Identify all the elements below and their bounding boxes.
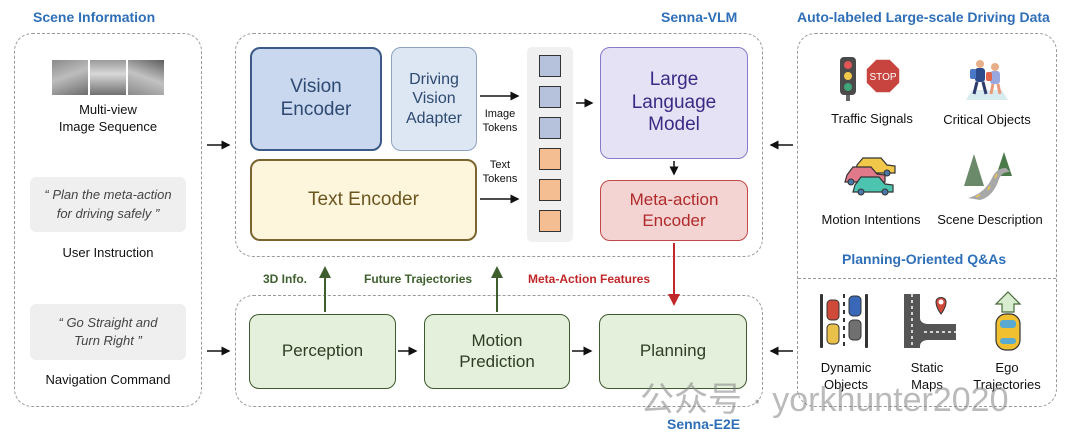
vision-encoder-line2: Encoder <box>280 99 352 120</box>
vision-encoder-block: Vision Encoder <box>250 47 382 151</box>
image-token <box>539 117 561 139</box>
driving-data-panel <box>797 33 1057 407</box>
static-map-icon <box>904 294 956 348</box>
user-instruction-line1: “ Plan the meta-action <box>44 187 172 203</box>
scene-description-label: Scene Description <box>937 212 1043 227</box>
text-token <box>539 210 561 232</box>
traffic-signals-label: Traffic Signals <box>831 111 913 126</box>
image-token <box>539 86 561 108</box>
planning-oriented-qa-title: Planning-Oriented Q&As <box>842 251 1007 267</box>
motion-line1: Motion <box>471 331 523 351</box>
meta-action-features-label: Meta-Action Features <box>528 272 651 286</box>
watermark: 公众号 · yorkhunter2020 <box>640 381 1009 419</box>
adapter-line1: Driving <box>409 71 459 89</box>
navigation-command-quote: “ Go Straight and Turn Right ” <box>30 304 186 360</box>
static-maps-label: Static Maps <box>892 360 962 394</box>
multiview-label: Multi-view Image Sequence <box>14 102 202 136</box>
meta-encoder-line2: Encoder <box>642 210 706 230</box>
pedestrians-icon <box>966 60 1008 100</box>
dynamic-line1: Dynamic <box>820 360 872 375</box>
multiview-label-line2: Image Sequence <box>58 118 158 134</box>
static-line2: Maps <box>911 376 943 392</box>
text-token <box>539 148 561 170</box>
senna-e2e-title: Senna-E2E <box>667 416 741 432</box>
scene-road-icon <box>964 152 1012 200</box>
multiview-images <box>52 60 164 95</box>
multiview-label-line1: Multi-view <box>79 102 137 117</box>
ego-line1: Ego <box>995 360 1019 375</box>
llm-line2: Language <box>631 91 717 113</box>
token-sequence <box>527 47 573 242</box>
user-instruction-quote: “ Plan the meta-action for driving safel… <box>30 177 186 232</box>
dynamic-line2: Objects <box>823 376 869 392</box>
static-line1: Static <box>910 360 944 375</box>
senna-vlm-title: Senna-VLM <box>661 9 738 25</box>
text-tokens-label: Text Tokens <box>476 158 524 187</box>
motion-prediction-block: Motion Prediction <box>424 314 570 389</box>
motion-line2: Prediction <box>459 351 535 371</box>
text-tokens-line1: Text <box>489 159 511 171</box>
stop-sign-icon <box>865 58 901 94</box>
scene-information-title: Scene Information <box>33 9 156 25</box>
svg-text:STOP: STOP <box>869 72 896 83</box>
adapter-line2: Vision <box>412 90 456 108</box>
ego-trajectories-label: Ego Trajectories <box>964 360 1050 394</box>
qa-divider <box>798 278 1056 279</box>
auto-labeled-data-title: Auto-labeled Large-scale Driving Data <box>797 9 1050 25</box>
dynamic-objects-label: Dynamic Objects <box>808 360 884 394</box>
adapter-line3: Adapter <box>405 109 463 127</box>
llm-line1: Large <box>649 68 699 90</box>
perception-block: Perception <box>249 314 396 389</box>
navigation-command-label: Navigation Command <box>45 372 171 387</box>
large-language-model-block: Large Language Model <box>600 47 748 159</box>
cars-icon <box>844 157 896 196</box>
motion-intentions-label: Motion Intentions <box>821 212 921 227</box>
image-token <box>539 55 561 77</box>
scene-information-panel <box>14 33 202 407</box>
ego-line2: Trajectories <box>973 376 1041 392</box>
traffic-signal-icon: STOP <box>840 57 901 101</box>
driving-vision-adapter-block: Driving Vision Adapter <box>391 47 477 151</box>
ego-trajectory-icon <box>994 291 1022 351</box>
critical-objects-label: Critical Objects <box>943 112 1031 127</box>
text-encoder-block: Text Encoder <box>250 159 477 241</box>
future-trajectories-label: Future Trajectories <box>364 272 473 286</box>
nav-quote-line2: Turn Right ” <box>74 333 142 348</box>
senna-vlm-panel <box>235 33 763 257</box>
camera-image-right <box>128 60 164 95</box>
3d-info-label: 3D Info. <box>263 272 307 286</box>
planning-block: Planning <box>599 314 747 389</box>
senna-e2e-panel <box>235 295 763 407</box>
user-instruction-line2: for driving safely ” <box>56 205 160 221</box>
meta-action-encoder-block: Meta-action Encoder <box>600 180 748 241</box>
camera-image-front <box>90 60 126 95</box>
llm-line3: Model <box>648 114 700 136</box>
dynamic-objects-icon <box>820 294 868 348</box>
meta-encoder-line1: Meta-action <box>629 190 719 210</box>
vision-encoder-line1: Vision <box>290 76 342 98</box>
image-tokens-line1: Image <box>484 108 516 120</box>
text-token <box>539 179 561 201</box>
image-tokens-label: Image Tokens <box>476 107 524 136</box>
camera-image-left <box>52 60 88 95</box>
nav-quote-line1: “ Go Straight and <box>58 314 158 330</box>
image-tokens-line2: Tokens <box>482 122 518 135</box>
text-tokens-line2: Tokens <box>482 173 518 186</box>
user-instruction-label: User Instruction <box>62 245 154 260</box>
